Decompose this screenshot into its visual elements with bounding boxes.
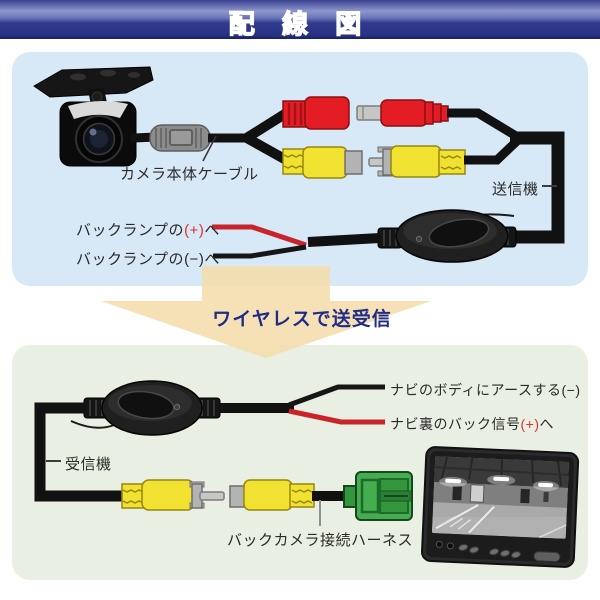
backup-lamp-plus-post: へ [204, 222, 220, 239]
red-row-cable [447, 108, 519, 140]
camera-illustration [33, 66, 154, 167]
yellow-rca-female-connector [282, 146, 363, 179]
rca-female-connector-bottom [229, 479, 315, 511]
page-title: 配 線 図 [228, 8, 372, 39]
camera-bracket [33, 66, 154, 98]
rca-male-connector-bottom [121, 479, 225, 511]
yellow-rca-male-connector [368, 145, 466, 178]
nav-back-signal-post: へ [539, 416, 554, 432]
backup-lamp-plus-pre: バックランプの [76, 222, 185, 239]
backup-lamp-plus-label: バックランプの(+)へ [76, 219, 220, 240]
header-bar: 配 線 図 [0, 0, 600, 40]
backup-lamp-minus-post: へ [204, 251, 220, 268]
red-dc-male-connector [356, 99, 449, 127]
transmitter-device [377, 209, 517, 263]
receiver-device [70, 380, 221, 436]
plus-sign: (+) [520, 416, 540, 432]
transmitter-input-cable [307, 233, 381, 247]
nav-ground-pre: ナビのボディにアースする [390, 382, 562, 398]
camera-cable-label: カメラ本体ケーブル [120, 166, 259, 183]
nav-back-signal-label: ナビ裏のバック信号(+)へ [390, 414, 554, 434]
backup-lamp-minus-pre: バックランプの [76, 251, 185, 268]
transmitter-led [415, 235, 423, 243]
nav-back-signal-wire [288, 408, 385, 425]
red-dc-female-connector [282, 96, 350, 130]
monitor-screen [431, 456, 570, 539]
yellow-row-cable [464, 137, 521, 165]
receiver-output-cable [34, 402, 123, 502]
monitor-illustration [421, 446, 580, 568]
backup-lamp-plus-wire [212, 224, 307, 248]
transmitter-main-cable [510, 131, 565, 244]
nav-ground-label: ナビのボディにアースする(−) [390, 380, 580, 400]
backup-lamp-minus-label: バックランプの(−)へ [76, 248, 220, 269]
monitor-buttons [435, 540, 561, 562]
camera-cable-pointer-line [202, 135, 217, 162]
plus-sign: (+) [184, 222, 205, 239]
receiver-antenna [70, 420, 115, 429]
harness-connector-green [343, 471, 413, 521]
transmitter-label: 送信機 [492, 181, 539, 198]
nav-ground-wire [288, 384, 385, 408]
inline-connector [149, 124, 211, 152]
wireless-transfer-label: ワイヤレスで送受信 [212, 309, 392, 330]
receiver-label: 受信機 [65, 456, 112, 473]
harness-label: バックカメラ接続ハーネス [227, 532, 414, 549]
nav-back-signal-pre: ナビ裏のバック信号 [390, 416, 521, 432]
minus-sign: (−) [184, 251, 205, 268]
cable-y-split [208, 107, 291, 166]
receiver-led [173, 403, 181, 411]
backup-lamp-minus-wire [213, 244, 307, 259]
down-arrow [101, 266, 431, 358]
minus-sign: (−) [561, 382, 581, 398]
